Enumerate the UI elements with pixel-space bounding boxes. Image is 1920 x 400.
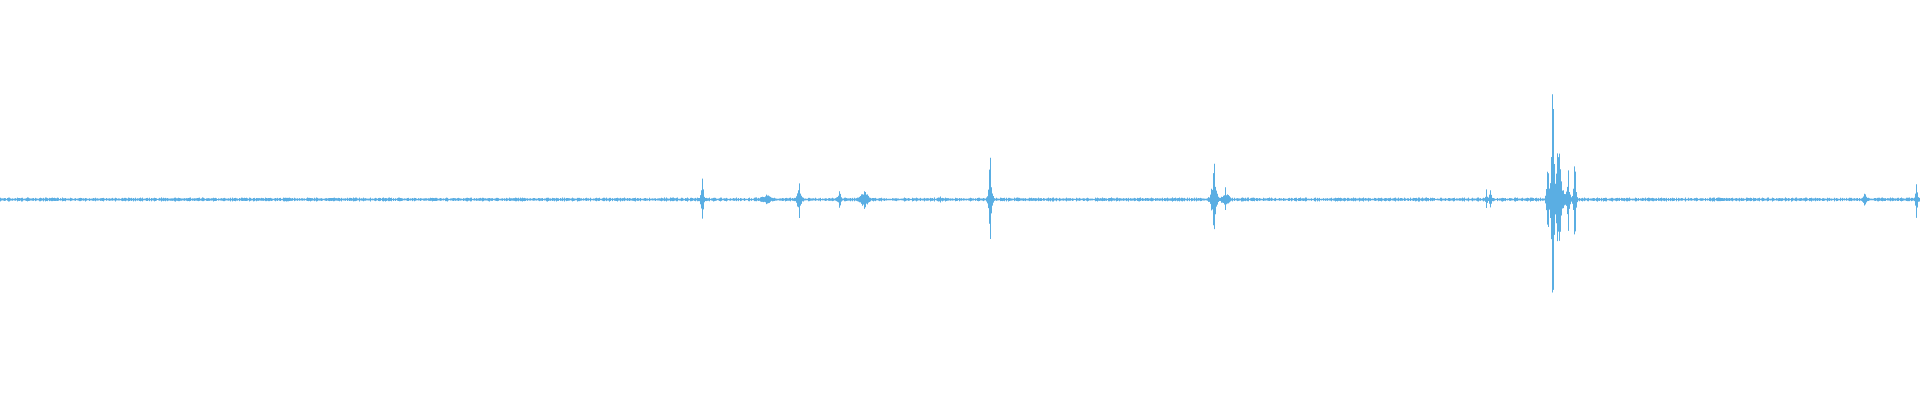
waveform-bars: [0, 94, 1920, 293]
waveform-amplitude-path: [0, 94, 1920, 293]
